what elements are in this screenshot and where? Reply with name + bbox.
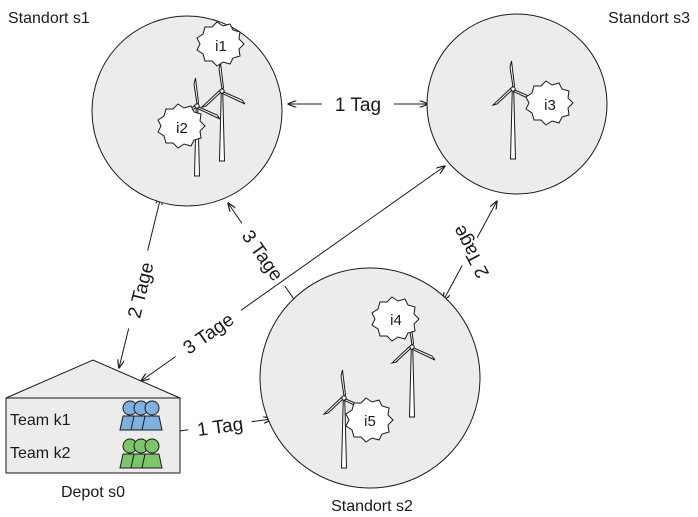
instance-badge-i5: i5 bbox=[345, 397, 394, 443]
svg-text:i2: i2 bbox=[176, 120, 188, 137]
edge-depot-s2: 1 Tag bbox=[171, 409, 272, 443]
site-s2-label: Standort s2 bbox=[331, 498, 413, 515]
edge-depot-s1: 2 Tage bbox=[118, 196, 163, 368]
instance-badge-i2: i2 bbox=[157, 103, 206, 149]
site-s2-circle bbox=[259, 267, 481, 489]
edge-s1-s3: 1 Tag bbox=[288, 92, 428, 116]
site-s2: i4 i5 Standort s2 bbox=[259, 267, 481, 515]
edge-label-s1-s3: 1 Tag bbox=[335, 95, 381, 116]
svg-text:i1: i1 bbox=[215, 38, 227, 55]
team-k1-label: Team k1 bbox=[10, 412, 71, 429]
svg-text:i3: i3 bbox=[544, 97, 556, 114]
svg-text:i4: i4 bbox=[390, 312, 402, 329]
depot-label: Depot s0 bbox=[61, 484, 125, 501]
site-s1-label: Standort s1 bbox=[8, 10, 90, 27]
team-k2: Team k2 bbox=[10, 438, 163, 469]
team-k1: Team k1 bbox=[10, 400, 163, 431]
site-s3-circle bbox=[426, 13, 608, 195]
team-k2-people-icon bbox=[119, 438, 163, 469]
edge-s1-s2: 3 Tage bbox=[228, 203, 302, 311]
svg-text:i5: i5 bbox=[364, 413, 376, 430]
depot: Team k1 Team k2 Depot s0 bbox=[5, 359, 181, 501]
team-k1-people-icon bbox=[119, 400, 163, 431]
instance-badge-i1: i1 bbox=[196, 21, 245, 67]
instance-badge-i4: i4 bbox=[371, 296, 420, 342]
site-s1: i1 i2 Standort s1 bbox=[8, 10, 283, 207]
instance-badge-i3: i3 bbox=[525, 80, 574, 126]
site-s3: i3 Standort s3 bbox=[426, 10, 690, 195]
site-s3-label: Standort s3 bbox=[608, 10, 690, 27]
team-k2-label: Team k2 bbox=[10, 445, 71, 462]
edge-s3-s2: 2 Tage bbox=[439, 201, 501, 301]
